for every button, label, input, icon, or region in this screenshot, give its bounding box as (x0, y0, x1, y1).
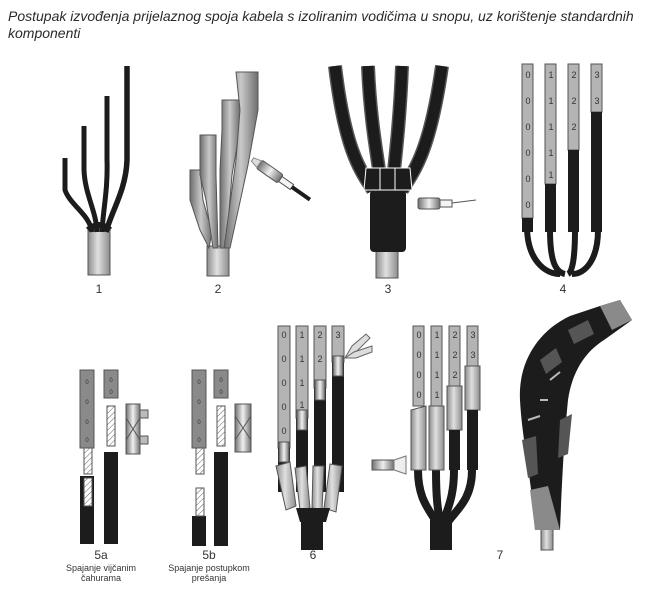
document-title: Postupak izvođenja prijelaznog spoja kab… (8, 8, 634, 41)
marking-1: 1 (548, 70, 553, 80)
step-label-5a: 5a (94, 548, 108, 562)
marking-2: 2 (452, 350, 457, 360)
marking-0: 0 (525, 174, 530, 184)
marking-2: 2 (317, 330, 322, 340)
marking-0: 0 (525, 70, 530, 80)
marking-1: 1 (434, 350, 439, 360)
step-label-7: 7 (497, 548, 504, 562)
marking-2: 2 (317, 354, 322, 364)
marking-0: 0 (197, 400, 201, 406)
marking-3: 3 (594, 70, 599, 80)
marking-1: 1 (548, 148, 553, 158)
marking-1: 1 (548, 122, 553, 132)
step-2-illustration (189, 71, 312, 277)
marking-0: 0 (85, 420, 89, 426)
step-7-illustration: 0 0 0 0 1 1 1 1 2 2 2 3 3 (371, 325, 481, 550)
marking-0: 0 (281, 354, 286, 364)
marking-0: 0 (525, 148, 530, 158)
marking-3: 3 (470, 330, 475, 340)
step-5a-illustration: 0 0 0 0 0 0 (79, 369, 149, 544)
marking-0: 0 (416, 330, 421, 340)
marking-1: 1 (434, 390, 439, 400)
marking-1: 1 (548, 170, 553, 180)
marking-0: 0 (416, 350, 421, 360)
step-label-1: 1 (96, 282, 103, 296)
marking-0: 0 (85, 380, 89, 386)
marking-0: 0 (416, 370, 421, 380)
step-label-4: 4 (560, 282, 567, 296)
marking-2: 2 (452, 370, 457, 380)
marking-1: 1 (299, 400, 304, 410)
caption-5a-line1: Spajanje vijčanim (66, 563, 136, 573)
step-5b-illustration: 0 0 0 0 0 0 (191, 369, 252, 546)
marking-1: 1 (548, 96, 553, 106)
step-label-6: 6 (310, 548, 317, 562)
marking-0: 0 (197, 420, 201, 426)
step-1-illustration (62, 66, 130, 276)
marking-0: 0 (219, 390, 223, 396)
marking-0: 0 (281, 426, 286, 436)
marking-0: 0 (525, 200, 530, 210)
marking-0: 0 (281, 378, 286, 388)
step-label-2: 2 (215, 282, 222, 296)
marking-0: 0 (281, 402, 286, 412)
marking-1: 1 (299, 330, 304, 340)
marking-0: 0 (85, 400, 89, 406)
marking-0: 0 (281, 330, 286, 340)
marking-1: 1 (299, 354, 304, 364)
marking-3: 3 (335, 330, 340, 340)
marking-1: 1 (434, 370, 439, 380)
marking-0: 0 (85, 438, 89, 444)
step-6-illustration: 0 0 0 0 0 1 1 1 1 2 2 3 (275, 325, 373, 550)
marking-2: 2 (452, 330, 457, 340)
marking-2: 2 (571, 96, 576, 106)
step-label-3: 3 (385, 282, 392, 296)
marking-0: 0 (219, 378, 223, 384)
marking-1: 1 (299, 378, 304, 388)
marking-2: 2 (571, 70, 576, 80)
marking-3: 3 (594, 96, 599, 106)
caption-5b-line1: Spajanje postupkom (168, 563, 250, 573)
step-7-finished-bundle (519, 300, 632, 551)
step-3-illustration (328, 65, 477, 279)
marking-0: 0 (109, 378, 113, 384)
marking-0: 0 (416, 390, 421, 400)
caption-5b-line2: prešanja (192, 573, 227, 583)
marking-3: 3 (470, 350, 475, 360)
step-label-5b: 5b (202, 548, 216, 562)
marking-0: 0 (109, 390, 113, 396)
marking-0: 0 (197, 380, 201, 386)
marking-0: 0 (525, 122, 530, 132)
marking-0: 0 (525, 96, 530, 106)
step-4-illustration: 0 0 0 0 0 0 1 1 1 1 1 2 2 2 3 3 (521, 63, 603, 277)
marking-1: 1 (434, 330, 439, 340)
caption-5a-line2: čahurama (81, 573, 121, 583)
marking-0: 0 (197, 438, 201, 444)
marking-2: 2 (571, 122, 576, 132)
